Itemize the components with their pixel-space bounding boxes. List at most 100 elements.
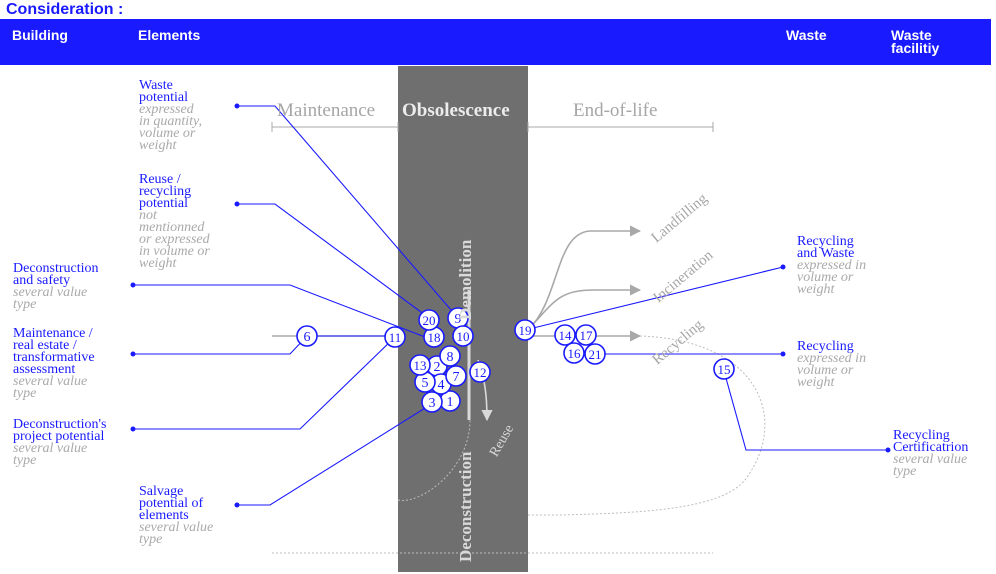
marker-8-label: 8 xyxy=(447,350,454,365)
marker-11-label: 11 xyxy=(389,330,402,345)
label-reuse-recycling-title-line-1: recycling xyxy=(139,184,192,199)
label-decon-safety-title-line-0: Deconstruction xyxy=(13,261,99,276)
marker-2-label: 2 xyxy=(434,360,441,375)
label-certification-title-line-0: Recycling xyxy=(893,428,950,443)
leader-decon-safety xyxy=(133,284,426,338)
marker-20-label: 20 xyxy=(423,313,436,328)
label-recycling-waste-title-line-0: Recycling xyxy=(797,234,854,249)
label-recycling-sub-line-1: volume or xyxy=(797,363,854,378)
incineration-flow xyxy=(527,284,642,331)
label-reuse-recycling-title-line-2: potential xyxy=(139,196,188,211)
label-recycling-sub-line-2: weight xyxy=(797,375,835,390)
label-salvage-sub-line-0: several value xyxy=(139,520,214,535)
marker-3: 3 xyxy=(421,391,443,413)
label-decon-project-sub-line-0: several value xyxy=(13,441,88,456)
label-waste-potential-sub-line-2: volume or xyxy=(139,126,196,141)
label-maintenance-title-line-0: Maintenance / xyxy=(13,326,93,341)
marker-6-label: 6 xyxy=(304,330,311,345)
label-maintenance-sub-line-1: type xyxy=(13,386,37,401)
marker-10: 10 xyxy=(452,325,474,347)
marker-18: 18 xyxy=(423,326,445,348)
header-waste-facility-line2: facilitiy xyxy=(891,40,940,56)
phase-maintenance: Maintenance xyxy=(277,100,376,121)
marker-16: 16 xyxy=(563,342,585,364)
marker-19-label: 19 xyxy=(519,323,532,338)
marker-3-label: 3 xyxy=(429,396,436,411)
marker-5-label: 5 xyxy=(422,376,429,391)
marker-12-label: 12 xyxy=(474,365,487,380)
label-decon-project-title-line-0: Deconstruction's xyxy=(13,417,107,432)
label-decon-safety-sub-line-1: type xyxy=(13,297,37,312)
marker-12: 12 xyxy=(469,361,491,383)
label-salvage-title-line-1: potential of xyxy=(139,496,204,511)
label-salvage-sub-line-1: type xyxy=(139,532,163,547)
label-decon-safety-sub-line-0: several value xyxy=(13,285,88,300)
marker-13: 13 xyxy=(409,354,431,376)
marker-15: 15 xyxy=(713,358,735,380)
label-recycling-waste-sub-line-0: expressed in xyxy=(797,258,867,273)
label-waste-potential-sub-line-0: expressed xyxy=(139,102,194,117)
label-maintenance-title-line-3: assessment xyxy=(13,362,76,377)
header-waste-facility: Waste facilitiy xyxy=(891,28,940,56)
label-certification-title-line-1: Certificatrion xyxy=(893,440,969,455)
marker-17: 17 xyxy=(575,324,597,346)
label-decon-safety-title-line-1: and safety xyxy=(13,273,71,288)
label-maintenance: Maintenance /real estate /transformative… xyxy=(13,326,95,401)
marker-17-label: 17 xyxy=(580,328,594,343)
label-recycling-waste-sub-line-1: volume or xyxy=(797,270,854,285)
marker-15-label: 15 xyxy=(718,362,731,377)
marker-16-label: 16 xyxy=(568,346,582,361)
marker-13-label: 13 xyxy=(414,358,427,373)
marker-9-label: 9 xyxy=(455,312,462,327)
phase-end-of-life: End-of-life xyxy=(573,100,658,121)
marker-8: 8 xyxy=(439,345,461,367)
endpoint-dots xyxy=(130,103,891,508)
label-recycling-waste-sub-line-2: weight xyxy=(797,282,835,297)
label-reuse-recycling-title-line-0: Reuse / xyxy=(139,172,181,187)
marker-20: 20 xyxy=(418,309,440,331)
label-waste-potential-title-line-0: Waste xyxy=(139,78,173,93)
marker-7-label: 7 xyxy=(453,370,460,385)
label-maintenance-title-line-2: transformative xyxy=(13,350,95,365)
phase-obsolescence: Obsolescence xyxy=(402,100,510,121)
marker-10-label: 10 xyxy=(457,329,470,344)
label-reuse-recycling-sub-line-2: or expressed xyxy=(139,232,210,247)
label-salvage-title-line-0: Salvage xyxy=(139,484,184,499)
phase-brackets xyxy=(271,122,714,132)
dotted-loops xyxy=(272,335,766,554)
leader-salvage xyxy=(237,399,439,506)
label-reuse-recycling-sub-line-4: weight xyxy=(139,256,177,271)
header-elements: Elements xyxy=(138,27,201,43)
label-waste-potential-sub-line-1: in quantity, xyxy=(139,114,202,129)
marker-14-label: 14 xyxy=(559,328,573,343)
leader-maintenance xyxy=(133,335,308,355)
marker-21: 21 xyxy=(584,343,606,365)
label-decon-project-title-line-1: project potential xyxy=(13,429,105,444)
label-reuse-recycling-sub-line-0: not xyxy=(139,208,157,223)
leader-lines xyxy=(133,105,888,506)
leader-reuse-recycling xyxy=(237,203,430,319)
marker-6: 6 xyxy=(296,325,318,347)
consideration-title: Consideration : xyxy=(6,1,124,18)
leader-certification xyxy=(723,370,888,451)
deconstruction-label: Deconstruction xyxy=(456,451,475,562)
label-recycling-waste-title-line-1: and Waste xyxy=(797,246,855,261)
label-maintenance-sub-line-0: several value xyxy=(13,374,88,389)
demolition-label: Demolition xyxy=(456,239,475,320)
label-salvage-title-line-2: elements xyxy=(139,508,189,523)
leader-recycling-waste xyxy=(524,266,784,331)
label-certification-sub-line-1: type xyxy=(893,464,917,479)
marker-19: 19 xyxy=(514,319,536,341)
header-waste: Waste xyxy=(786,27,827,43)
marker-18-label: 18 xyxy=(428,330,441,345)
